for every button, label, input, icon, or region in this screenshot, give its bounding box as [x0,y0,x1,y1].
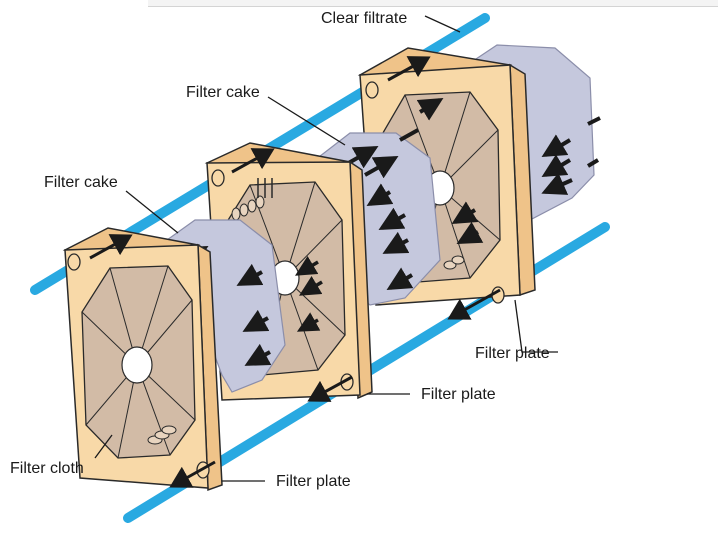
label-filter-cake-left: Filter cake [44,174,118,191]
leader-filter-cake-top [267,96,346,146]
flow-arrow [387,56,431,82]
leader-filter-cake-left [125,190,179,234]
flow-arrow [169,460,216,488]
leader-clear-filtrate [424,15,461,33]
label-filter-plate-front: Filter plate [276,473,351,490]
flow-arrow [447,288,501,320]
label-filter-plate-middle: Filter plate [421,386,496,403]
label-filter-cake-top: Filter cake [186,84,260,101]
leader-filter-cloth [94,434,113,459]
filter-plate-front [62,227,223,492]
flow-arrow [89,234,133,260]
label-filter-cloth: Filter cloth [10,460,84,477]
label-filter-plate-right: Filter plate [475,345,550,362]
flow-arrow [231,148,275,174]
window-top-strip [148,0,718,7]
flow-arrow [307,375,353,402]
leader-filter-plate-right [514,299,558,353]
label-clear-filtrate: Clear filtrate [321,10,407,27]
